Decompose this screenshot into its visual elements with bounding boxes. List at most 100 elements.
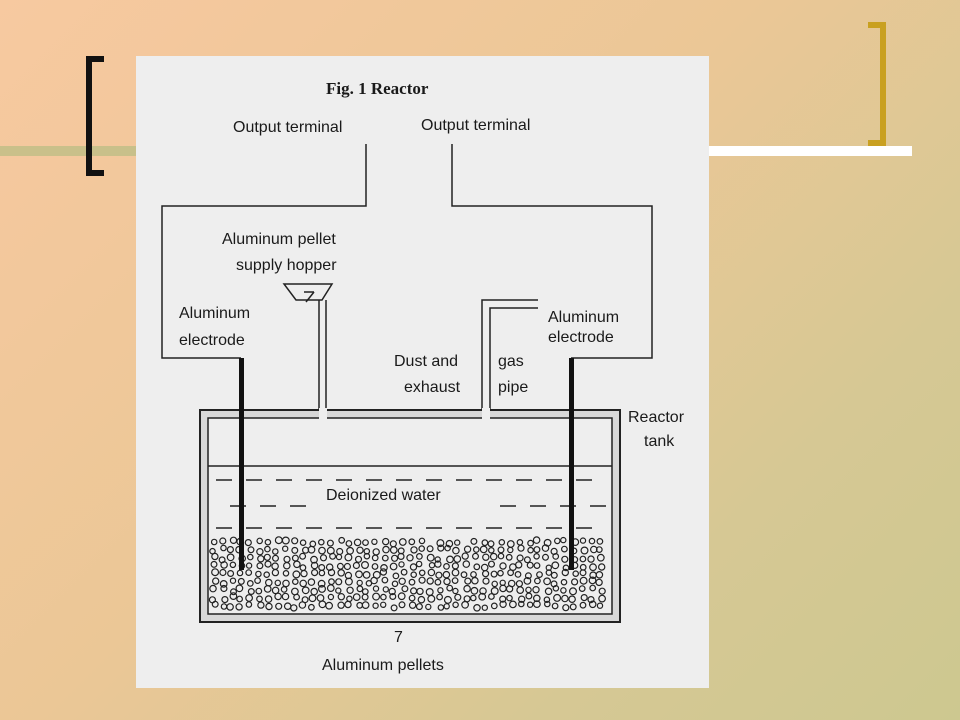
pellet: [426, 577, 434, 585]
pellet: [361, 561, 370, 570]
pellet: [506, 594, 513, 602]
left-bracket-decoration: [86, 56, 104, 176]
pellet: [516, 586, 525, 594]
exhaust-label-line2a: exhaust: [404, 379, 461, 396]
pellet: [371, 563, 379, 570]
hopper-label-line1: Aluminum pellet: [222, 231, 336, 248]
pellet: [579, 555, 587, 563]
pellet: [490, 586, 499, 595]
pellet: [318, 584, 327, 593]
pellet: [380, 563, 388, 572]
pellet: [595, 546, 603, 554]
pellet: [264, 560, 272, 568]
pellet: [209, 584, 217, 593]
pellet: [226, 546, 235, 554]
pellet: [398, 601, 406, 609]
pellet: [256, 548, 264, 556]
pellet: [515, 561, 523, 569]
aluminum-pellets: [208, 536, 607, 612]
pellet: [543, 600, 551, 608]
pellet: [545, 569, 553, 576]
pellet: [568, 595, 576, 604]
pellet: [247, 553, 254, 561]
pellet: [318, 569, 326, 577]
pellet: [236, 595, 243, 603]
pellet: [552, 584, 560, 592]
pellet: [346, 586, 354, 595]
pellet: [400, 568, 408, 576]
pellet: [589, 584, 597, 592]
pellet: [579, 569, 587, 577]
pellet: [553, 593, 562, 602]
pellet: [409, 563, 418, 571]
pellet: [326, 584, 335, 592]
pellet: [372, 585, 380, 592]
pellet: [370, 576, 378, 585]
pellet: [318, 546, 326, 555]
pellet: [550, 571, 558, 579]
pellet: [517, 600, 525, 608]
pellet: [389, 562, 398, 571]
pellet: [379, 568, 388, 576]
pellet: [596, 553, 605, 562]
pellet: [353, 538, 362, 547]
pellet: [408, 601, 417, 609]
pellet: [460, 571, 468, 579]
pellet: [418, 545, 426, 552]
pellet: [274, 579, 282, 587]
pellet: [488, 593, 495, 600]
pellet: [416, 587, 424, 596]
pellet: [527, 539, 535, 547]
pellet: [551, 561, 560, 570]
reactor-figure: Fig. 1 Reactor Output terminal Output te…: [136, 56, 709, 688]
pellet: [569, 587, 578, 596]
pellet: [527, 546, 534, 554]
pellet: [444, 544, 451, 552]
pellet: [437, 604, 445, 611]
right-bracket-decoration: [868, 22, 886, 146]
pellet: [415, 603, 423, 611]
pellet: [410, 546, 418, 554]
exhaust-label-line2b: pipe: [498, 379, 528, 396]
pellet: [311, 568, 319, 577]
pellet: [398, 577, 406, 586]
pellet: [229, 577, 237, 584]
pellet: [352, 561, 360, 570]
pellet: [533, 546, 541, 554]
pellet: [509, 600, 517, 609]
pellet: [461, 552, 469, 560]
pellet: [578, 585, 586, 592]
pellet: [237, 577, 245, 585]
hopper-label-line2: supply hopper: [236, 257, 337, 274]
exhaust-pipe: [481, 299, 538, 412]
reactor-tank-label-line1: Reactor: [628, 409, 685, 426]
electrode-right-label-line2: electrode: [548, 329, 614, 346]
pellet: [588, 600, 597, 609]
pellet: [352, 593, 361, 601]
pellet: [220, 561, 228, 569]
pellet: [596, 602, 604, 609]
pellet: [553, 537, 561, 545]
pellet: [533, 552, 540, 560]
exhaust-label-line1a: Dust and: [394, 353, 458, 370]
pellet: [337, 593, 345, 601]
pellet: [293, 560, 301, 569]
pellet: [588, 576, 597, 585]
pellet: [526, 561, 534, 569]
pellet: [464, 577, 472, 585]
pellet: [362, 539, 369, 547]
pellet: [247, 546, 255, 554]
pellet: [229, 592, 238, 600]
pellet: [451, 568, 460, 577]
pellet: [318, 538, 325, 546]
pellet: [443, 577, 451, 586]
reactor-diagram: Fig. 1 Reactor Output terminal Output te…: [161, 79, 685, 674]
pellet: [499, 595, 507, 603]
pellet: [579, 537, 587, 544]
pellet: [282, 569, 290, 577]
pellet: [532, 536, 541, 544]
water-dashes: [216, 479, 606, 529]
electrode-left-label-line1: Aluminum: [179, 305, 250, 322]
pellet: [310, 555, 318, 564]
pellet: [526, 601, 534, 608]
